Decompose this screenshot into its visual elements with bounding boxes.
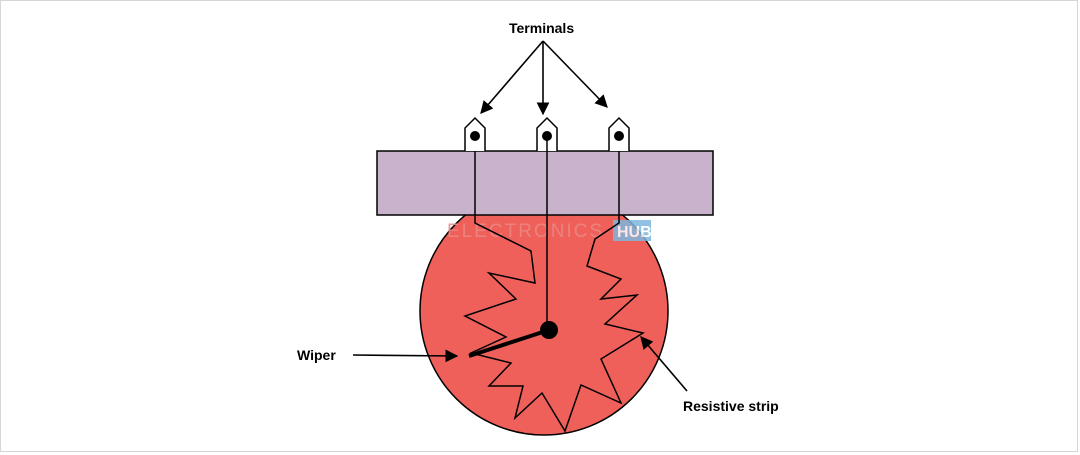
left-terminal — [464, 116, 486, 151]
terminals-arrows — [480, 40, 608, 116]
terminals-label: Terminals — [509, 20, 574, 36]
right-terminal — [608, 116, 630, 151]
watermark-text: ELECTRONICS — [447, 221, 604, 242]
wiper-arrow — [352, 349, 459, 363]
wiper-arm — [468, 328, 550, 358]
terminal-housing — [376, 150, 714, 216]
watermark-badge — [613, 220, 651, 241]
wiper-label: Wiper — [297, 347, 336, 363]
watermark: ELECTRONICS HUB — [447, 220, 652, 242]
resistive-strip — [463, 151, 645, 433]
wiper-pivot — [540, 321, 558, 339]
watermark-badge-text: HUB — [617, 224, 652, 241]
resistive-strip-arrow — [640, 336, 688, 392]
resistive-strip-label: Resistive strip — [683, 398, 779, 414]
